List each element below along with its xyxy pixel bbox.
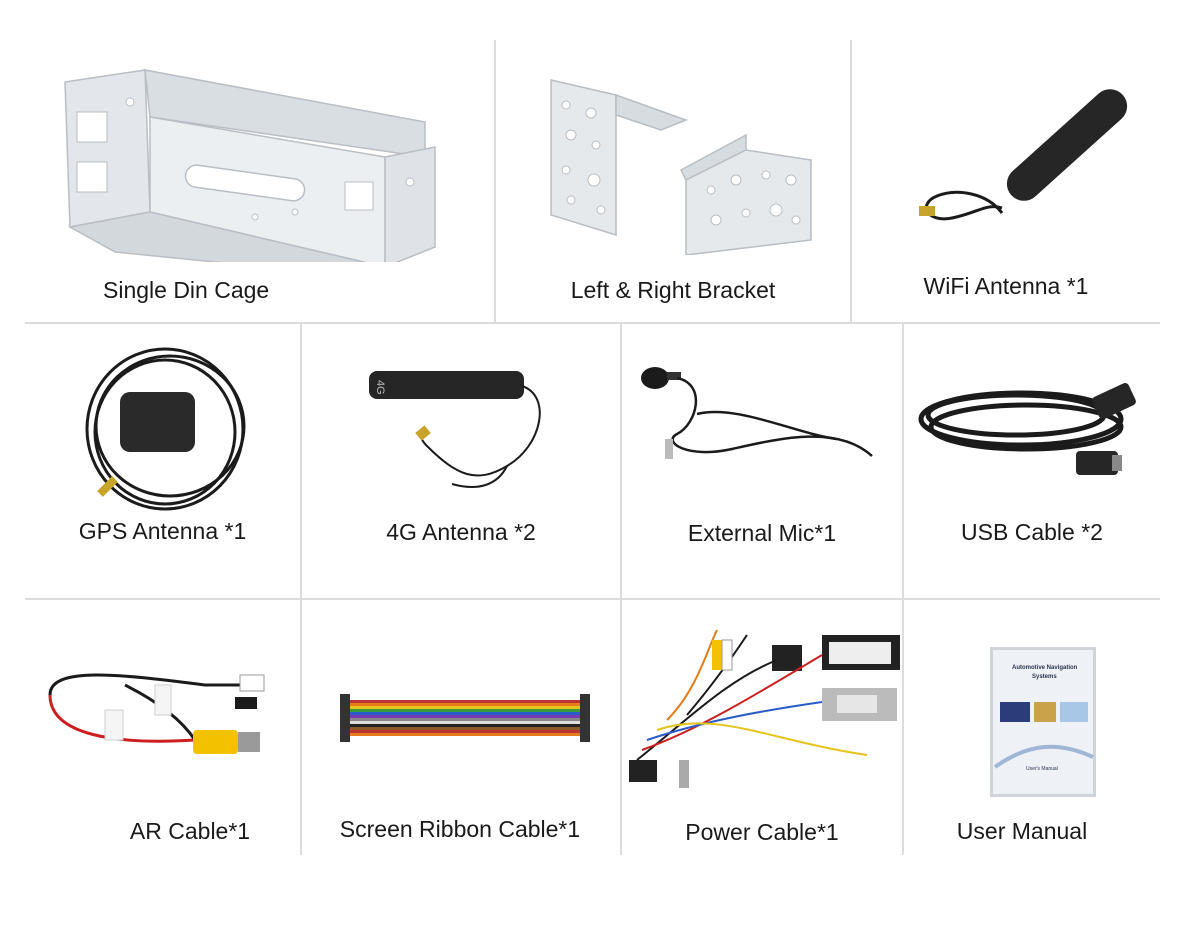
col-divider-r3-b	[620, 600, 622, 855]
bracket-icon	[546, 75, 826, 255]
manual-icon: Automotive Navigation Systems User's Man…	[990, 647, 1096, 797]
col-divider-r1-b	[850, 40, 852, 322]
item-4g-antenna: 4G 4G Antenna *2	[302, 324, 620, 598]
wifi-antenna-icon	[907, 88, 1147, 238]
manual-title-1: Automotive Navigation	[1012, 665, 1078, 671]
item-label: User Manual	[956, 818, 1088, 844]
col-divider-r3-c	[902, 600, 904, 855]
4g-antenna-icon: 4G	[367, 366, 567, 496]
item-external-mic: External Mic*1	[622, 324, 902, 598]
item-screen-ribbon-cable: Screen Ribbon Cable*1	[302, 600, 620, 855]
item-label: 4G Antenna *2	[386, 519, 536, 545]
item-label: Left & Right Bracket	[570, 277, 776, 303]
row-divider-2	[25, 598, 1160, 600]
usb-cable-icon	[916, 379, 1146, 489]
col-divider-r2-c	[902, 324, 904, 598]
item-label: WiFi Antenna *1	[923, 273, 1089, 299]
item-label: Single Din Cage	[103, 277, 270, 303]
din-cage-icon	[55, 62, 445, 262]
gps-antenna-icon	[80, 344, 250, 514]
item-user-manual: Automotive Navigation Systems User's Man…	[904, 600, 1160, 855]
av-cable-icon	[45, 665, 275, 775]
item-label: Screen Ribbon Cable*1	[339, 816, 581, 842]
col-divider-r2-b	[620, 324, 622, 598]
manual-title-2: Systems	[1032, 674, 1057, 680]
mic-icon	[637, 364, 877, 474]
col-divider-r2-a	[300, 324, 302, 598]
4g-badge: 4G	[374, 380, 386, 395]
item-usb-cable: USB Cable *2	[904, 324, 1160, 598]
power-harness-icon	[627, 620, 902, 790]
row-divider-1	[25, 322, 1160, 324]
item-left-right-bracket: Left & Right Bracket	[496, 40, 850, 320]
col-divider-r3-a	[300, 600, 302, 855]
item-wifi-antenna: WiFi Antenna *1	[852, 40, 1160, 320]
ribbon-cable-icon	[340, 692, 592, 747]
item-ar-cable: AR Cable*1	[25, 600, 300, 855]
item-label: GPS Antenna *1	[78, 518, 247, 544]
item-label: External Mic*1	[687, 520, 837, 546]
col-divider-r1-a	[494, 40, 496, 322]
item-single-din-cage: Single Din Cage	[25, 40, 436, 320]
item-power-cable: Power Cable*1	[622, 600, 902, 855]
item-label: Power Cable*1	[685, 819, 839, 845]
item-label: USB Cable *2	[961, 519, 1103, 545]
manual-subtitle: User's Manual	[1026, 766, 1058, 772]
item-gps-antenna: GPS Antenna *1	[25, 324, 300, 598]
item-label: AR Cable*1	[129, 818, 251, 844]
